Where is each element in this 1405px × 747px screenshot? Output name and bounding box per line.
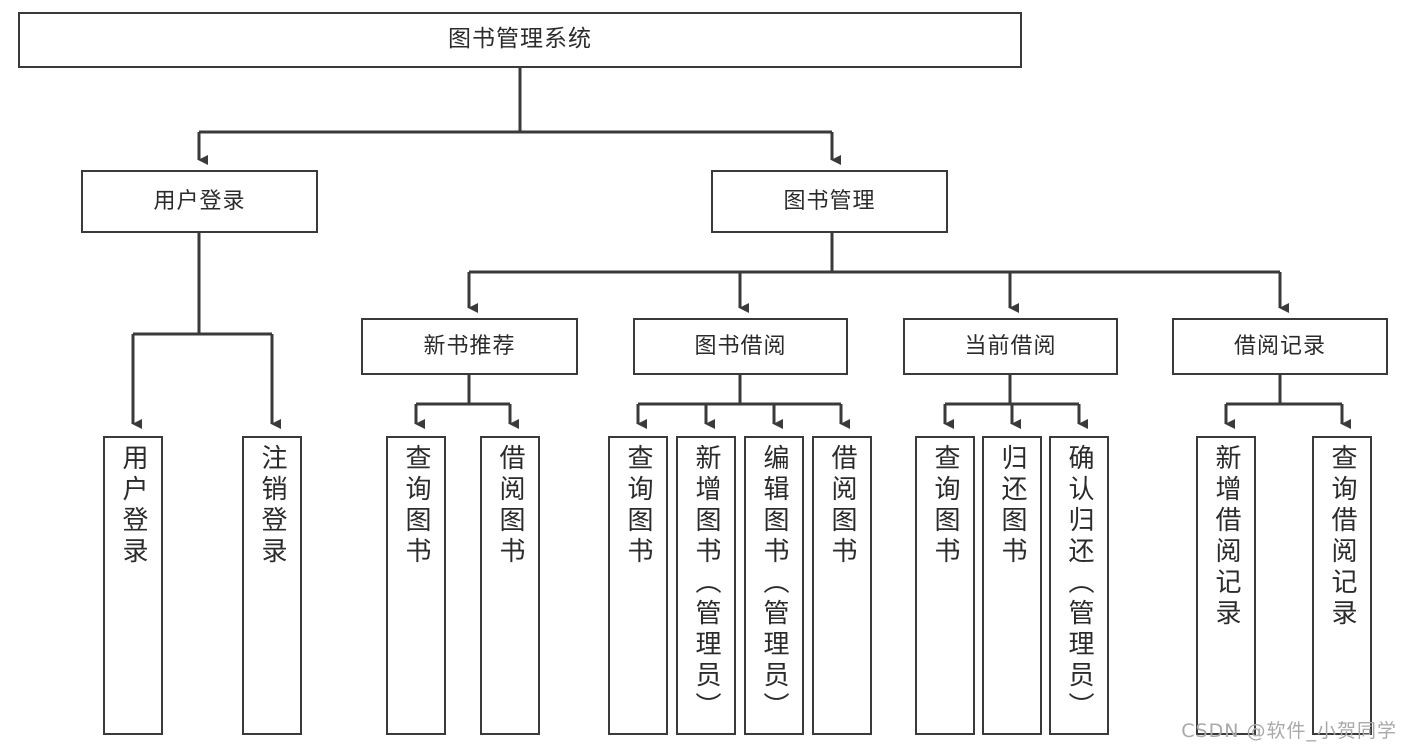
node-label: 查询借阅记录 bbox=[1327, 444, 1357, 630]
leaf-borrow-record-add[interactable]: 新增借阅记录 bbox=[1196, 436, 1256, 735]
leaf-current-borrow-query[interactable]: 查询图书 bbox=[915, 436, 975, 735]
node-label: 图书管理 bbox=[783, 188, 876, 214]
watermark-text: CSDN @软件_小贺同学 bbox=[1181, 720, 1397, 742]
node-label: 图书借阅 bbox=[694, 333, 787, 359]
leaf-book-borrow-query[interactable]: 查询图书 bbox=[608, 436, 668, 735]
node-label: 确认归还（管理员） bbox=[1064, 444, 1094, 723]
node-user-login[interactable]: 用户登录 bbox=[81, 170, 318, 233]
node-label: 归还图书 bbox=[997, 444, 1027, 568]
leaf-user-login-login[interactable]: 用户登录 bbox=[103, 436, 163, 735]
node-current-borrow[interactable]: 当前借阅 bbox=[903, 318, 1118, 375]
leaf-current-borrow-return[interactable]: 归还图书 bbox=[982, 436, 1042, 735]
leaf-new-book-borrow[interactable]: 借阅图书 bbox=[480, 436, 540, 735]
node-book-management[interactable]: 图书管理 bbox=[711, 170, 948, 233]
leaf-book-borrow-edit[interactable]: 编辑图书（管理员） bbox=[744, 436, 804, 735]
node-label: 编辑图书（管理员） bbox=[759, 444, 789, 723]
leaf-book-borrow-borrow[interactable]: 借阅图书 bbox=[812, 436, 872, 735]
node-label: 新书推荐 bbox=[423, 333, 516, 359]
node-borrow-records[interactable]: 借阅记录 bbox=[1172, 318, 1388, 375]
node-label: 图书管理系统 bbox=[448, 26, 592, 53]
node-label: 借阅图书 bbox=[827, 444, 857, 568]
leaf-book-borrow-add[interactable]: 新增图书（管理员） bbox=[676, 436, 736, 735]
node-new-book-recommend[interactable]: 新书推荐 bbox=[361, 318, 578, 375]
node-root-book-management-system[interactable]: 图书管理系统 bbox=[18, 12, 1022, 68]
leaf-current-borrow-confirm-return[interactable]: 确认归还（管理员） bbox=[1049, 436, 1109, 735]
node-label: 查询图书 bbox=[930, 444, 960, 568]
leaf-borrow-record-query[interactable]: 查询借阅记录 bbox=[1312, 436, 1372, 735]
node-label: 查询图书 bbox=[623, 444, 653, 568]
node-label: 注销登录 bbox=[257, 444, 287, 568]
node-label: 借阅记录 bbox=[1233, 333, 1326, 359]
leaf-user-login-logout[interactable]: 注销登录 bbox=[242, 436, 302, 735]
node-label: 当前借阅 bbox=[964, 333, 1057, 359]
node-label: 查询图书 bbox=[401, 444, 431, 568]
leaf-new-book-query[interactable]: 查询图书 bbox=[386, 436, 446, 735]
node-book-borrow[interactable]: 图书借阅 bbox=[633, 318, 848, 375]
node-label: 借阅图书 bbox=[495, 444, 525, 568]
node-label: 新增借阅记录 bbox=[1211, 444, 1241, 630]
node-label: 用户登录 bbox=[118, 444, 148, 568]
node-label: 新增图书（管理员） bbox=[691, 444, 721, 723]
node-label: 用户登录 bbox=[153, 188, 246, 214]
